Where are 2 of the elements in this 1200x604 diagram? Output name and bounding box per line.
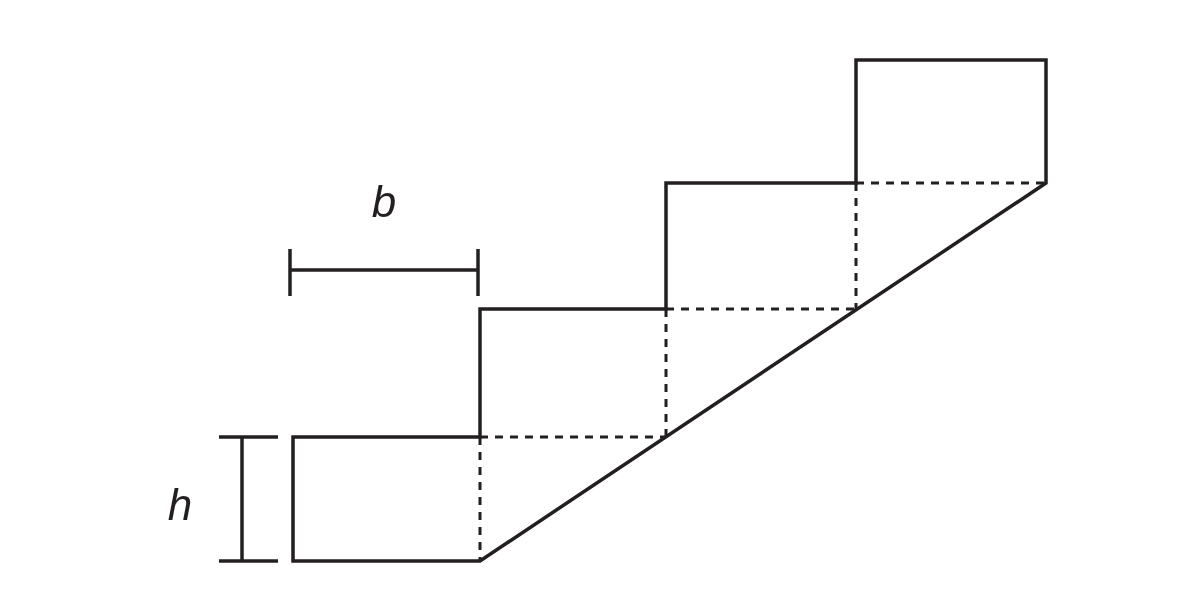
dimension-label: h: [167, 483, 193, 527]
dimension-label: b: [371, 180, 397, 224]
